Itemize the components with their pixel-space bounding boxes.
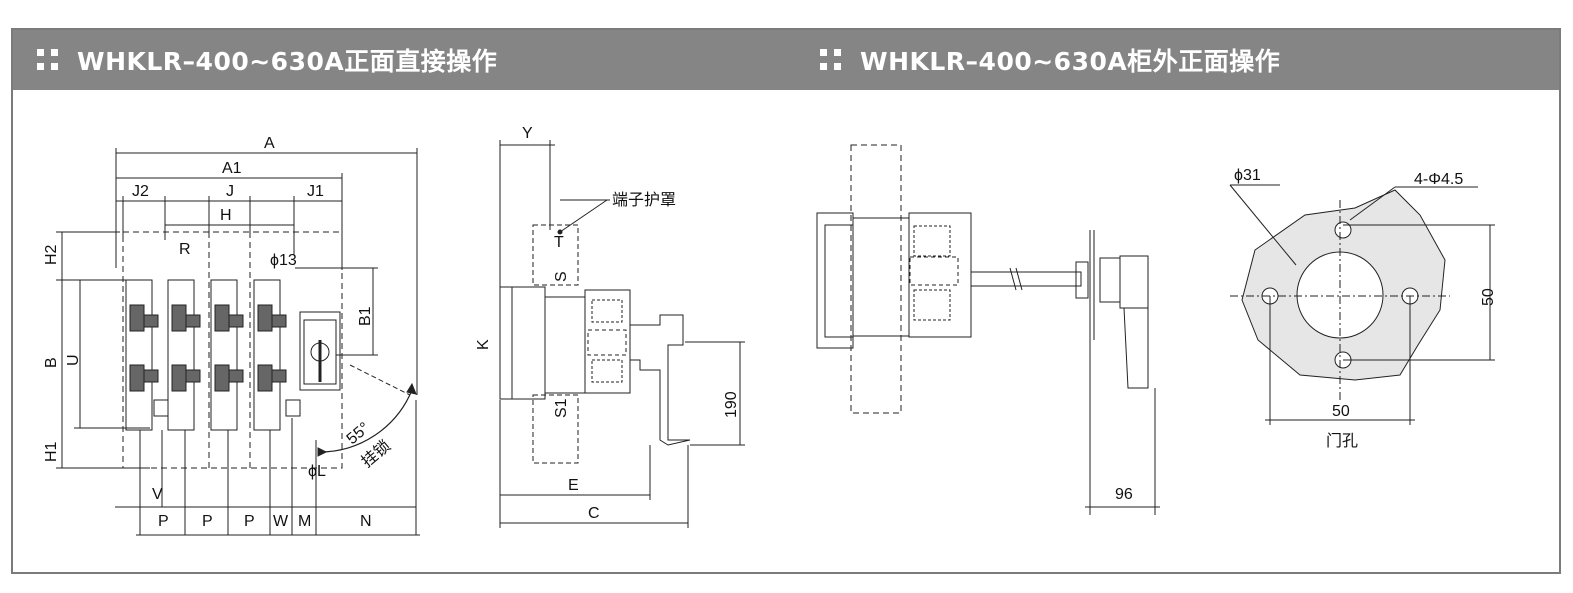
header-bar: WHKLR–400~630A正面直接操作 WHKLR–400~630A柜外正面操…: [13, 30, 1559, 90]
right-title-text: WHKLR–400~630A柜外正面操作: [860, 47, 1281, 76]
dim-H: H: [220, 207, 232, 224]
dim-J: J: [226, 183, 234, 200]
dim-S: S: [553, 271, 570, 282]
dim-V: V: [152, 486, 163, 503]
front-view: [56, 148, 420, 536]
dim-P3: P: [244, 513, 255, 530]
dim-P2: P: [202, 513, 213, 530]
dim-holes: 4-Φ4.5: [1414, 171, 1463, 188]
dim-55-deg: 55°: [344, 419, 373, 448]
right-section-title: WHKLR–400~630A柜外正面操作: [820, 30, 1280, 90]
dim-T: T: [554, 234, 564, 251]
dim-phi31: ϕ31: [1234, 167, 1261, 184]
side-view: [499, 140, 745, 528]
dim-U: U: [65, 354, 82, 366]
dim-Y: Y: [522, 125, 533, 142]
left-title-text: WHKLR–400~630A正面直接操作: [77, 47, 498, 76]
dim-S1: S1: [553, 398, 570, 418]
cabinet-view: [816, 144, 1160, 515]
dim-A1: A1: [222, 160, 242, 177]
terminal-cover-label: 端子护罩: [612, 191, 676, 209]
dim-N: N: [360, 513, 372, 530]
bullet-dots-icon: [820, 49, 842, 71]
left-section-title: WHKLR–400~630A正面直接操作: [37, 30, 497, 90]
dim-P1: P: [158, 513, 169, 530]
dim-K: K: [475, 339, 492, 350]
dim-C: C: [588, 505, 600, 522]
dim-R: R: [179, 241, 191, 258]
dim-J2: J2: [132, 183, 149, 200]
dim-phi13: ϕ13: [270, 252, 297, 269]
dim-H1: H1: [43, 441, 60, 462]
door-hole-caption: 门孔: [1326, 432, 1358, 450]
dim-J1: J1: [307, 183, 324, 200]
dim-phiL: ϕL: [308, 463, 326, 480]
dim-96: 96: [1115, 486, 1133, 503]
dim-W: W: [273, 513, 289, 530]
dim-B1: B1: [357, 306, 374, 326]
dim-E: E: [568, 477, 579, 494]
dim-M: M: [298, 513, 311, 530]
dim-190: 190: [723, 391, 740, 418]
door-hole-view: [1229, 184, 1495, 425]
dim-50-vertical: 50: [1480, 288, 1497, 306]
dim-50-horizontal: 50: [1332, 403, 1350, 420]
dim-A: A: [264, 135, 275, 152]
dim-B: B: [43, 357, 60, 368]
dim-H2: H2: [43, 244, 60, 265]
bullet-dots-icon: [37, 49, 59, 71]
